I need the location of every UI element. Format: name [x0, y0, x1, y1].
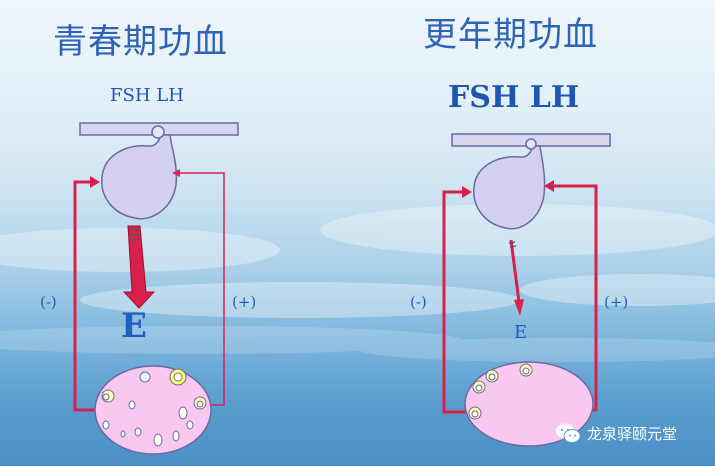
- negative-feedback-label: (-): [40, 293, 57, 311]
- ovary: [94, 365, 212, 455]
- estrogen-arrow-small: [508, 239, 524, 316]
- follicles: [101, 368, 207, 447]
- negative-feedback-line: [73, 180, 98, 412]
- puberty-panel: 青春期功血 FSH LH: [40, 22, 257, 455]
- wechat-icon: [556, 423, 581, 443]
- hormone-label: FSH LH: [448, 80, 580, 115]
- pituitary-stalk-knob: [525, 138, 537, 150]
- pituitary-gland: [101, 134, 178, 220]
- estrogen-arrow-large: [122, 225, 156, 309]
- pituitary-stalk-knob: [151, 125, 165, 139]
- pituitary-gland: [473, 145, 546, 230]
- perimenopause-diagram: [442, 133, 611, 447]
- watermark: 龙泉驿颐元堂: [555, 420, 705, 446]
- panel-title: 青春期功血: [53, 22, 228, 62]
- positive-feedback-line: [178, 172, 225, 406]
- hormone-label: FSH LH: [110, 85, 184, 106]
- positive-feedback-label: (+): [232, 293, 257, 311]
- estrogen-label: E: [514, 322, 528, 343]
- negative-feedback-line: [442, 190, 468, 414]
- follicles: [468, 363, 533, 420]
- perimenopause-panel: 更年期功血 FSH LH: [360, 0, 715, 466]
- watermark-text: 龙泉驿颐元堂: [587, 424, 678, 443]
- negative-feedback-label: (-): [410, 293, 427, 311]
- puberty-diagram: [73, 122, 239, 455]
- positive-feedback-label: (+): [604, 293, 629, 311]
- panel-title: 更年期功血: [423, 15, 598, 55]
- estrogen-label: E: [121, 306, 147, 346]
